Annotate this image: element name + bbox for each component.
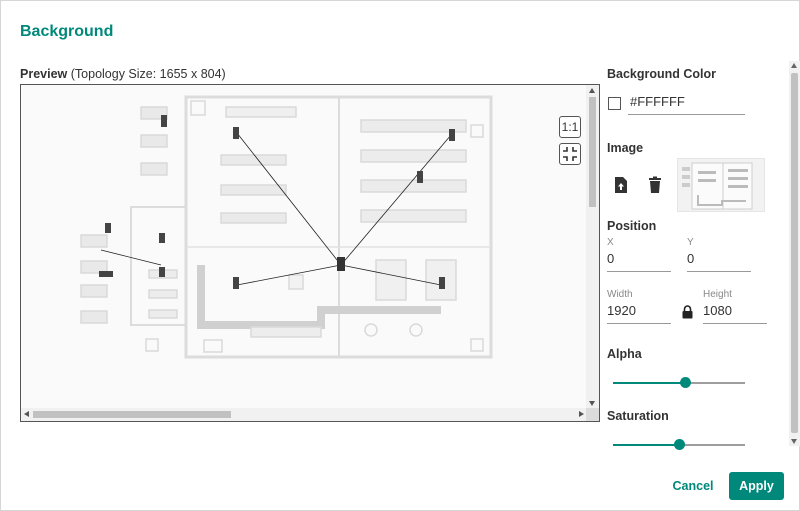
apply-button[interactable]: Apply xyxy=(729,472,784,500)
alpha-slider[interactable] xyxy=(613,377,745,388)
x-label: X xyxy=(607,237,614,248)
image-label: Image xyxy=(607,141,644,155)
settings-scrollbar[interactable] xyxy=(789,61,800,446)
saturation-slider[interactable] xyxy=(613,439,745,450)
background-color-swatch[interactable] xyxy=(608,97,621,110)
topology-links xyxy=(100,132,452,286)
saturation-label: Saturation xyxy=(607,409,669,423)
saturation-slider-knob[interactable] xyxy=(673,439,685,450)
preview-viewport[interactable]: 1:1 xyxy=(21,85,587,409)
upload-file-icon xyxy=(615,177,627,193)
topology-devices xyxy=(99,115,455,289)
lock-icon xyxy=(682,305,693,319)
fit-to-screen-icon xyxy=(563,147,577,161)
scroll-down-arrow-icon[interactable] xyxy=(589,401,595,406)
preview-horizontal-scrollbar[interactable] xyxy=(21,408,587,421)
topology-size-text: (Topology Size: 1655 x 804) xyxy=(70,67,226,81)
width-label: Width xyxy=(607,289,633,300)
width-input[interactable]: 1920 xyxy=(607,300,671,324)
floorplan-image xyxy=(80,95,493,359)
saturation-slider-fill xyxy=(613,444,679,446)
fit-to-screen-button[interactable] xyxy=(559,143,581,165)
cancel-button[interactable]: Cancel xyxy=(667,474,719,498)
preview-title: Preview xyxy=(20,67,68,81)
preview-vertical-scrollbar[interactable] xyxy=(586,85,599,409)
settings-scroll-up-icon[interactable] xyxy=(791,63,797,68)
trash-icon xyxy=(649,176,661,193)
lock-aspect-ratio-button[interactable] xyxy=(681,305,694,319)
scroll-up-arrow-icon[interactable] xyxy=(589,88,595,93)
scroll-left-arrow-icon[interactable] xyxy=(24,411,29,417)
scroll-right-arrow-icon[interactable] xyxy=(579,411,584,417)
preview-canvas[interactable]: 1:1 xyxy=(20,84,600,422)
vertical-scroll-thumb[interactable] xyxy=(589,97,596,207)
background-color-label: Background Color xyxy=(607,67,717,81)
x-input[interactable]: 0 xyxy=(607,248,671,272)
preview-label: Preview (Topology Size: 1655 x 804) xyxy=(20,67,226,81)
position-label: Position xyxy=(607,219,657,233)
height-input[interactable]: 1080 xyxy=(703,300,767,324)
settings-scroll-down-icon[interactable] xyxy=(791,439,797,444)
dialog-title: Background xyxy=(20,23,114,40)
scroll-corner xyxy=(586,408,599,421)
actual-size-button[interactable]: 1:1 xyxy=(559,116,581,138)
upload-image-button[interactable] xyxy=(613,176,631,196)
background-color-input[interactable]: #FFFFFF xyxy=(628,91,745,115)
height-label: Height xyxy=(703,289,732,300)
topology-preview xyxy=(21,85,587,409)
alpha-slider-fill xyxy=(613,382,686,384)
background-image-thumbnail xyxy=(677,158,765,212)
y-label: Y xyxy=(687,237,694,248)
alpha-slider-knob[interactable] xyxy=(680,377,692,388)
settings-scroll-thumb[interactable] xyxy=(791,73,798,433)
delete-image-button[interactable] xyxy=(647,176,665,196)
floorplan-thumbnail-image xyxy=(682,162,753,210)
y-input[interactable]: 0 xyxy=(687,248,751,272)
alpha-label: Alpha xyxy=(607,347,642,361)
horizontal-scroll-thumb[interactable] xyxy=(33,411,231,418)
